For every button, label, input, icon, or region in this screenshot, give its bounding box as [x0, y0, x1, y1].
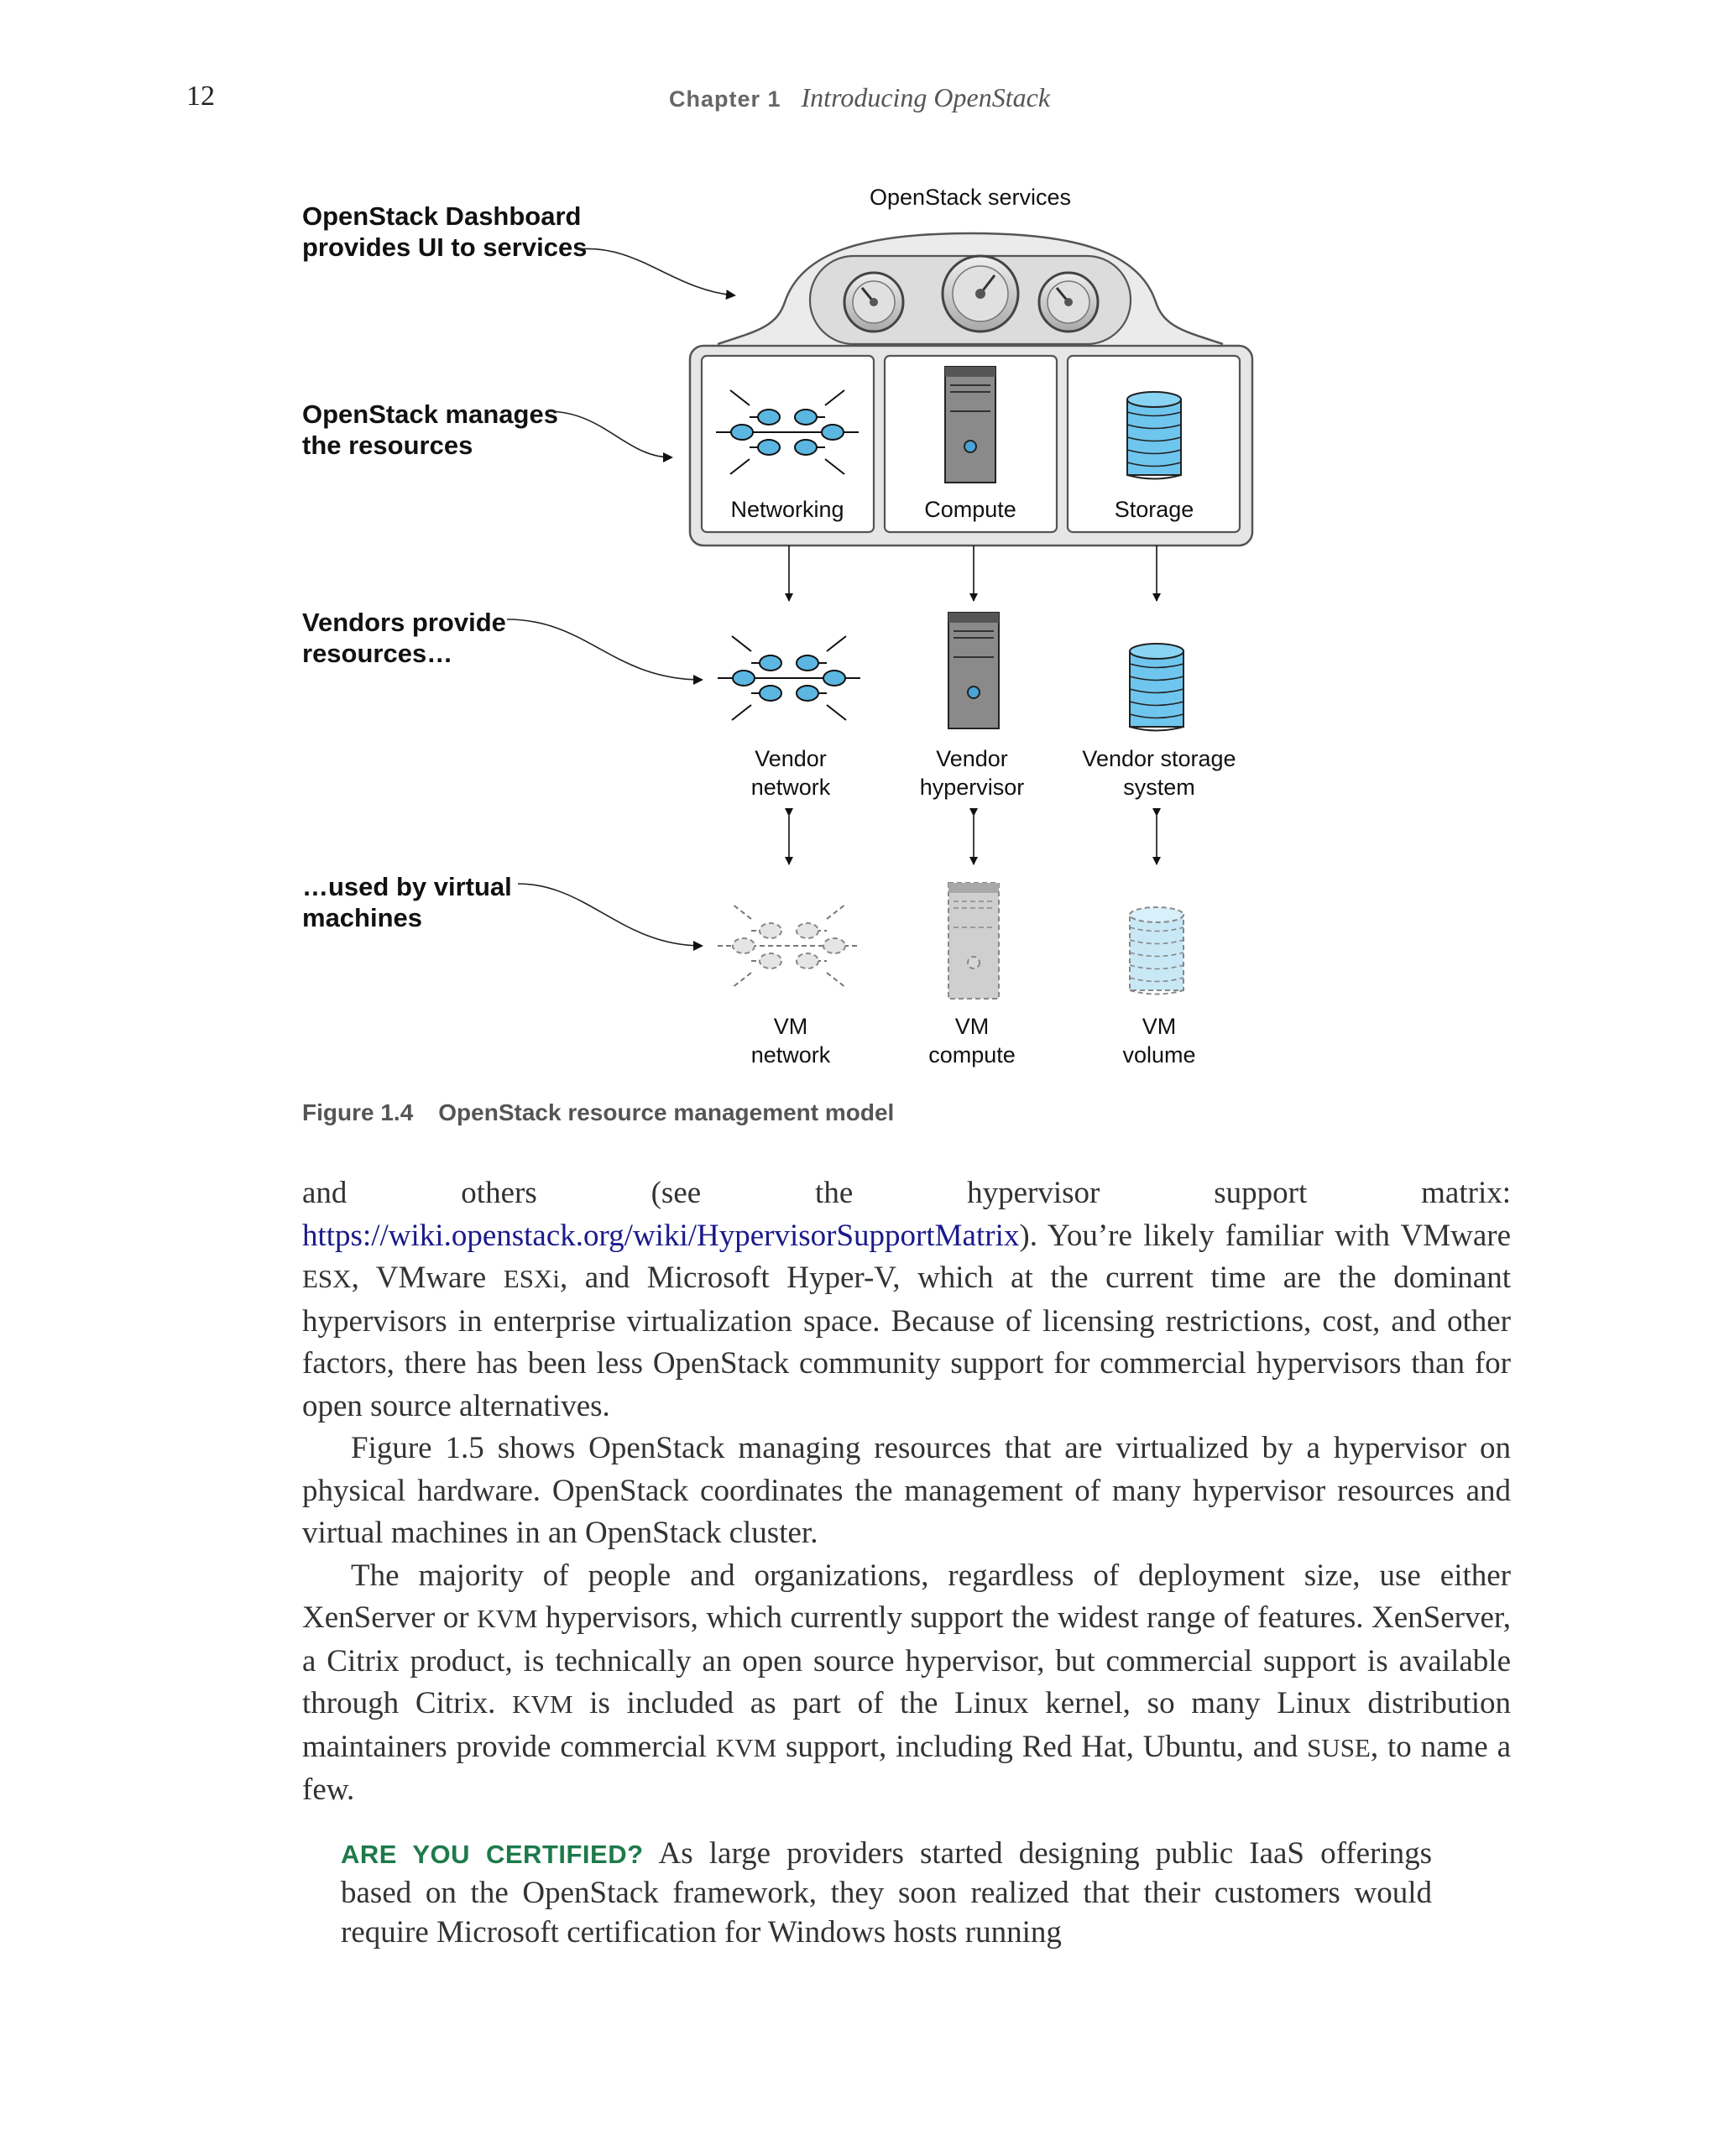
figure-number: Figure 1.4 [302, 1099, 414, 1125]
paragraph-2: Figure 1.5 shows OpenStack managing reso… [302, 1431, 1511, 1550]
leader-arrow-vendors [506, 619, 703, 685]
hypervisor-matrix-link[interactable]: https://wiki.openstack.org/wiki/Hypervis… [302, 1218, 1020, 1253]
callout-vm-line2: machines [302, 903, 422, 932]
callout-vendors-line1: Vendors provide [302, 608, 506, 637]
service-label-storage: Storage [1115, 497, 1194, 522]
gauge-right-icon [1037, 271, 1100, 333]
server-icon [944, 366, 996, 483]
paragraph-3: The majority of people and organizations… [302, 1555, 1511, 1812]
callout-manages-line2: the resources [302, 431, 473, 460]
running-head: Chapter 1 Introducing OpenStack [0, 82, 1719, 113]
p1-text-c: , VMware [351, 1261, 504, 1295]
callout-vendors-line2: resources… [302, 639, 452, 668]
paragraph-1: and others (see the hypervisor support m… [302, 1172, 1511, 1428]
vm-label-volume-line1: VM [1142, 1014, 1177, 1039]
database-icon [1126, 391, 1182, 480]
certification-sidebar: ARE YOU CERTIFIED?As large providers sta… [341, 1834, 1432, 1952]
vendor-label-hypervisor-line1: Vendor [936, 746, 1008, 771]
body-text: and others (see the hypervisor support m… [302, 1172, 1511, 1812]
vm-label-compute-line2: compute [928, 1042, 1016, 1068]
callout-manages-line1: OpenStack manages [302, 399, 558, 429]
sidebar-text: As large providers started designing pub… [341, 1836, 1432, 1950]
p1-esxi: ESXi [503, 1264, 560, 1293]
p3-kvm-3: KVM [715, 1732, 777, 1762]
vm-label-network-line2: network [751, 1042, 831, 1068]
vendor-server-icon [948, 612, 1000, 729]
chapter-label: Chapter 1 [668, 86, 781, 112]
vendor-label-hypervisor-line2: hypervisor [920, 775, 1025, 800]
gauge-center-icon [941, 254, 1020, 333]
services-title: OpenStack services [870, 185, 1071, 210]
p3-suse: SUSE [1307, 1732, 1371, 1762]
gauge-left-icon [843, 271, 905, 333]
p1-text-a: and others (see the hypervisor support m… [302, 1176, 1511, 1210]
p3-text-a: The majority of people and organizations… [302, 1558, 1511, 1636]
p3-text-e: , to name a few. [302, 1729, 1511, 1808]
leader-arrow-manages [546, 410, 673, 462]
vendor-label-network-line2: network [751, 775, 831, 800]
vendor-network-icon [718, 635, 860, 721]
vm-label-compute-line1: VM [955, 1014, 990, 1039]
page-number: 12 [186, 81, 215, 112]
vendor-label-network-line1: Vendor [755, 746, 827, 771]
p1-text-b: ). You’re likely familiar with VMware [1019, 1218, 1511, 1253]
service-label-compute: Compute [924, 497, 1016, 522]
vm-label-network-line1: VM [774, 1014, 808, 1039]
vendor-label-storage-line1: Vendor storage [1082, 746, 1236, 771]
figure-title: OpenStack resource management model [438, 1099, 895, 1125]
callout-dashboard-line2: provides UI to services [302, 232, 587, 262]
vm-server-icon [948, 882, 1000, 1000]
p1-text-d: , and Microsoft Hyper-V, which at the cu… [302, 1261, 1511, 1423]
vm-label-volume-line2: volume [1122, 1042, 1195, 1068]
resource-management-diagram: OpenStack Dashboard provides UI to servi… [302, 185, 1254, 1068]
vm-database-icon [1129, 906, 1184, 995]
p1-esx: ESX [302, 1264, 352, 1293]
p3-text-c: is included as part of the Linux kernel,… [302, 1686, 1511, 1764]
p3-text-d: support, including Red Hat, Ubuntu, and [776, 1729, 1308, 1764]
vm-network-icon [718, 903, 860, 989]
callout-vm-line1: …used by virtual [302, 872, 512, 901]
p3-kvm-1: KVM [477, 1604, 538, 1633]
network-icon [716, 389, 859, 475]
sidebar-label: ARE YOU CERTIFIED? [341, 1840, 644, 1869]
leader-arrow-dashboard [577, 248, 736, 300]
p3-kvm-2: KVM [512, 1689, 573, 1719]
p3-text-b: hypervisors, which currently support the… [302, 1600, 1511, 1720]
callout-dashboard-line1: OpenStack Dashboard [302, 201, 581, 231]
leader-arrow-vm [517, 883, 703, 951]
vendor-database-icon [1129, 643, 1184, 732]
service-label-networking: Networking [730, 497, 844, 522]
figure-caption: Figure 1.4 OpenStack resource management … [302, 1099, 894, 1126]
vendor-label-storage-line2: system [1123, 775, 1195, 800]
chapter-title: Introducing OpenStack [801, 82, 1051, 112]
